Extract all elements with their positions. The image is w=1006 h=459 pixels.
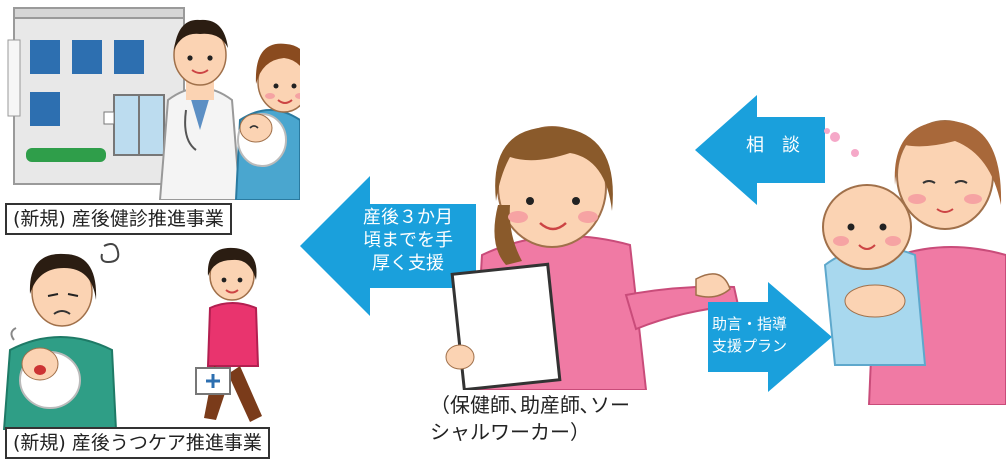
- support-arrow-text: 産後３か月 頃までを手 厚く支援: [363, 207, 453, 274]
- clipboard-icon: [450, 262, 562, 390]
- advice-arrow-text: 助言・指導 支援プラン: [712, 315, 788, 355]
- consultation-arrow-left: [695, 95, 825, 205]
- doctor-figure: [158, 19, 242, 200]
- support-arrow-left: [300, 176, 476, 316]
- depression-care-program-label: (新規) 産後うつケア推進事業: [5, 427, 270, 459]
- mother-with-baby-illustration: [822, 120, 1006, 405]
- advice-arrow-right: [708, 282, 832, 392]
- consultation-arrow-text: 相 談: [746, 135, 800, 156]
- flower-decoration-icon: [824, 128, 859, 157]
- checkup-program-label: (新規) 産後健診推進事業: [5, 203, 232, 235]
- nurse-with-baby-figure: [234, 43, 300, 200]
- stressed-mother-figure: [2, 243, 120, 430]
- social-worker-illustration: [445, 126, 740, 390]
- staff-caption: （保健師､助産師､ソー シャルワーカー）: [430, 393, 630, 444]
- baby-figure: [822, 184, 927, 366]
- walking-woman-with-medicine-box-figure: [195, 247, 262, 422]
- clinic-scene-illustration: [7, 7, 300, 200]
- clinic-building: [7, 7, 185, 185]
- postpartum-depression-scene-illustration: [2, 243, 262, 430]
